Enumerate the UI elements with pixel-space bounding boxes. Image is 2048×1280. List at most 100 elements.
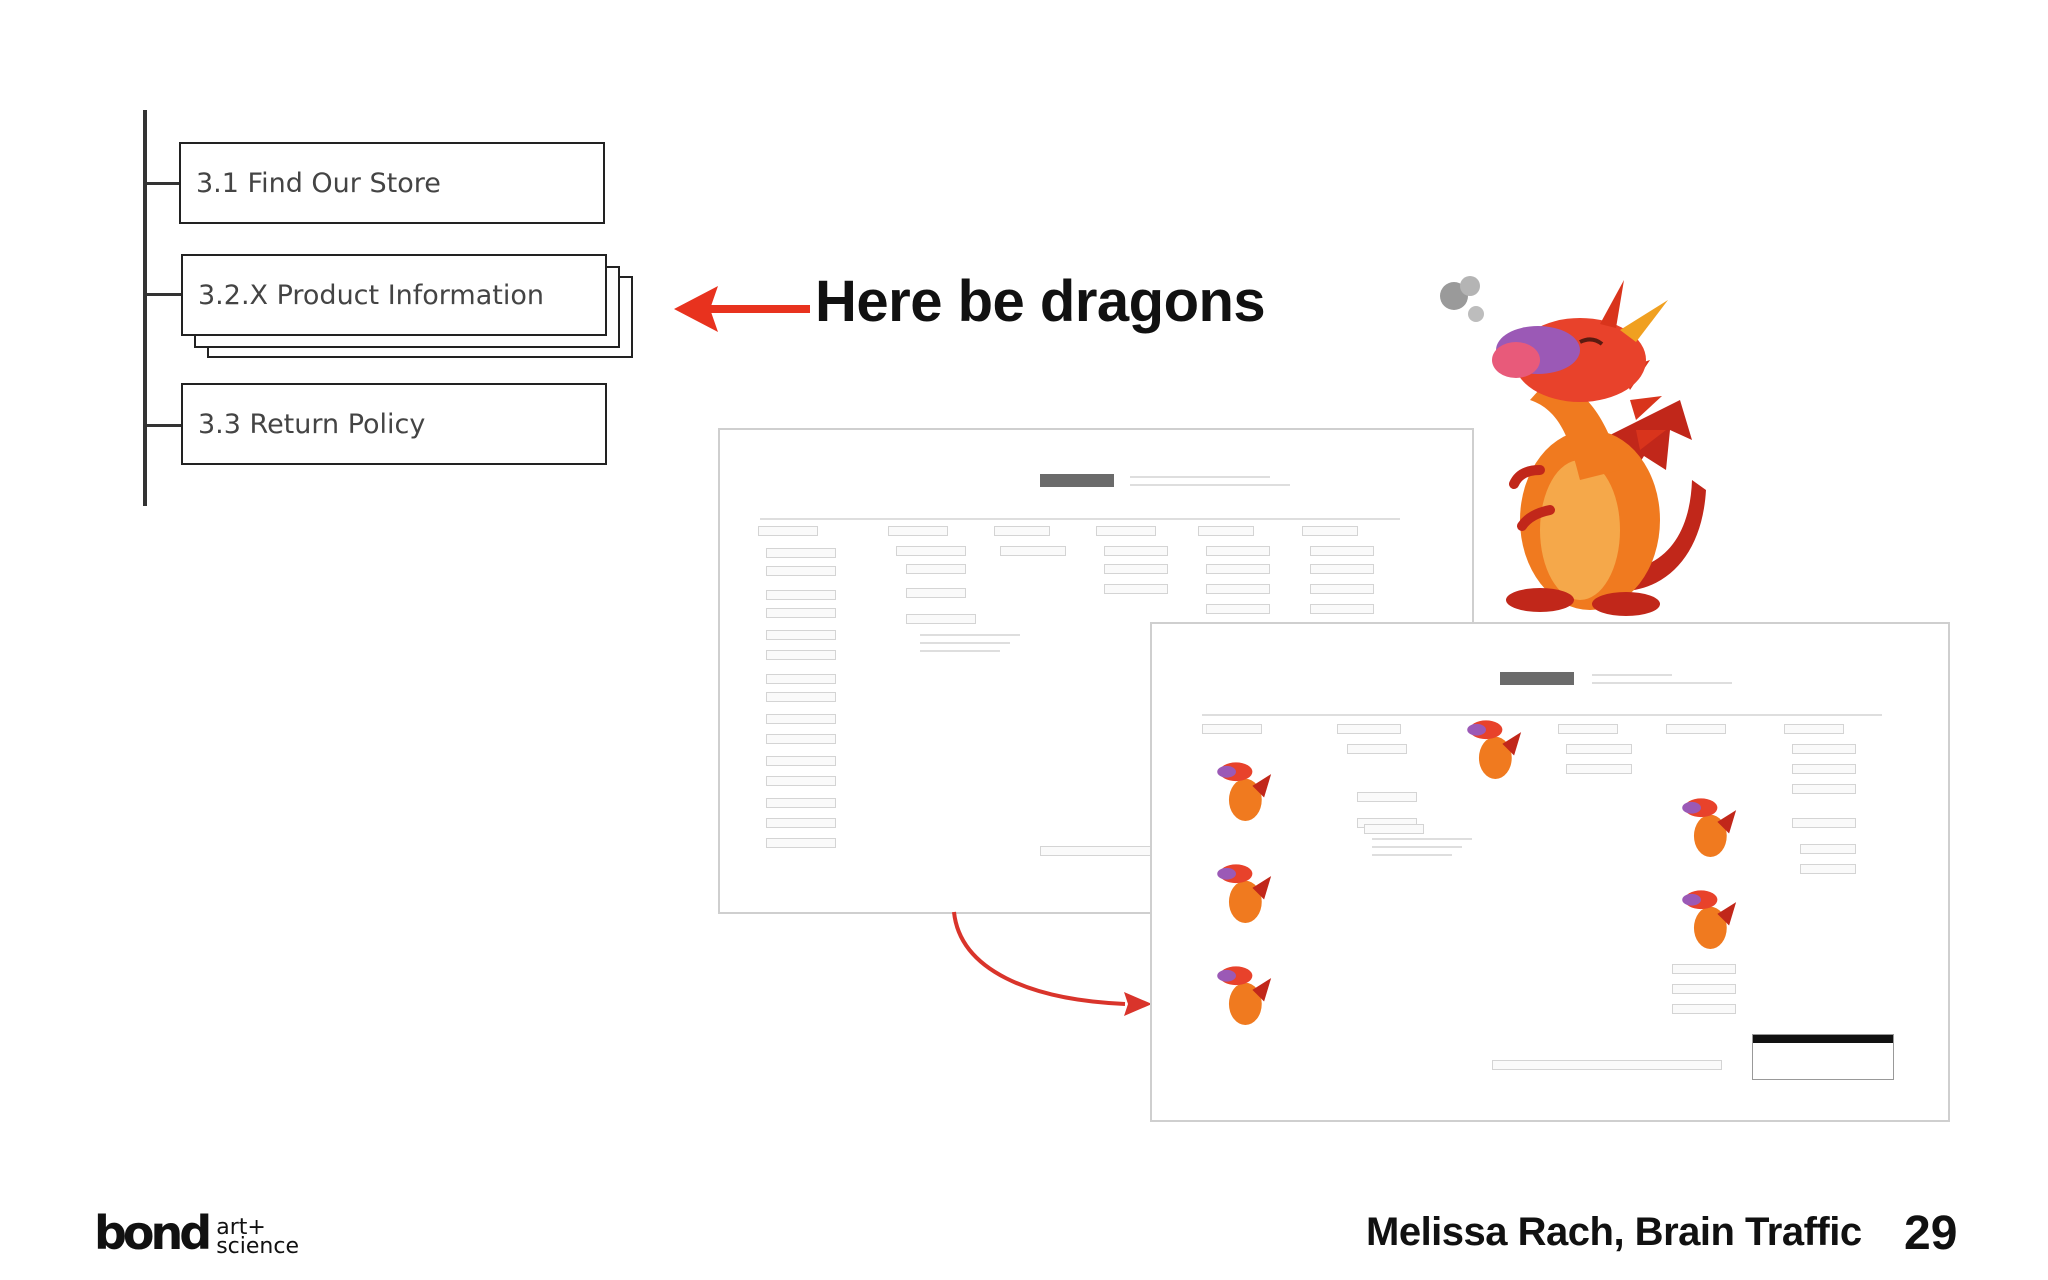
thumbnail-box (1202, 724, 1262, 734)
thumbnail-box (1302, 526, 1358, 536)
thumbnail-line (1592, 682, 1732, 684)
thumbnail-box (766, 838, 836, 848)
presenter-credit: Melissa Rach, Brain Traffic (1366, 1210, 1862, 1254)
mini-dragon-icon (1682, 798, 1737, 857)
thumbnail-line (920, 634, 1020, 636)
thumbnail-line (1130, 484, 1290, 486)
thumbnail-box (1198, 526, 1254, 536)
thumbnail-box (766, 548, 836, 558)
thumbnail-box (1672, 1004, 1736, 1014)
mini-dragon-icon (1217, 864, 1272, 923)
thumbnail-box (1800, 864, 1856, 874)
thumbnail-box (1206, 604, 1270, 614)
thumbnail-box (1337, 724, 1401, 734)
thumbnail-line (1202, 714, 1882, 716)
thumbnail-box (766, 630, 836, 640)
thumbnail-line (1592, 674, 1672, 676)
bond-logo: bond art+ science (94, 1206, 299, 1260)
thumbnail-box (766, 608, 836, 618)
thumbnail-box (1666, 724, 1726, 734)
thumbnail-box (906, 614, 976, 624)
thumbnail-box (1096, 526, 1156, 536)
thumbnail-line (1372, 846, 1462, 848)
tree-branch-line (145, 182, 181, 185)
sitemap-node-label: 3.1 Find Our Store (196, 167, 441, 199)
thumbnail-box (1672, 964, 1736, 974)
thumbnail-box (1364, 824, 1424, 834)
logo-subtext: art+ science (216, 1215, 299, 1259)
thumbnail-header-block (1500, 672, 1574, 685)
thumbnail-box (1784, 724, 1844, 734)
mini-dragon-icon (1217, 966, 1272, 1025)
thumbnail-box (766, 650, 836, 660)
dragon-icon (1440, 276, 1706, 616)
curved-arrow-icon (952, 911, 1152, 1016)
thumbnail-box (1104, 564, 1168, 574)
thumbnail-line (1130, 476, 1270, 478)
thumbnail-box (1357, 792, 1417, 802)
thumbnail-box (766, 714, 836, 724)
thumbnail-box (1566, 764, 1632, 774)
thumbnail-box (1104, 584, 1168, 594)
sitemap-node-return-policy: 3.3 Return Policy (181, 383, 607, 465)
thumbnail-line (1372, 854, 1452, 856)
sitemap-node-product-information: 3.2.X Product Information (181, 254, 607, 336)
thumbnail-box (766, 692, 836, 702)
left-arrow-icon (674, 286, 810, 332)
sitemap-node-label: 3.2.X Product Information (198, 279, 544, 311)
thumbnail-box (1206, 546, 1270, 556)
thumbnail-legend (1752, 1034, 1894, 1080)
thumbnail-box (1310, 546, 1374, 556)
thumbnail-box (766, 590, 836, 600)
mini-dragon-icon (1682, 890, 1737, 949)
sitemap-dragons-thumbnail (1150, 622, 1950, 1122)
thumbnail-box (1558, 724, 1618, 734)
logo-wordmark: bond (94, 1206, 212, 1260)
thumbnail-box (1800, 844, 1856, 854)
thumbnail-box (1104, 546, 1168, 556)
thumbnail-box (888, 526, 948, 536)
thumbnail-box (1310, 564, 1374, 574)
thumbnail-box (1792, 764, 1856, 774)
thumbnail-header-block (1040, 474, 1114, 487)
logo-sub-line-2: science (216, 1234, 299, 1259)
thumbnail-box (758, 526, 818, 536)
thumbnail-box (1206, 584, 1270, 594)
mini-dragon-icon (1217, 762, 1272, 821)
logo-sub-line-1: art+ (216, 1215, 266, 1240)
thumbnail-box (766, 776, 836, 786)
sitemap-node-find-our-store: 3.1 Find Our Store (179, 142, 605, 224)
thumbnail-box (906, 588, 966, 598)
thumbnail-line (920, 642, 1010, 644)
tree-trunk-line (143, 110, 147, 506)
thumbnail-line (760, 518, 1400, 520)
thumbnail-box (1310, 584, 1374, 594)
mini-dragon-icon (1467, 720, 1522, 779)
thumbnail-box (906, 564, 966, 574)
slide-page-number: 29 (1904, 1207, 1958, 1260)
thumbnail-box (766, 734, 836, 744)
thumbnail-box (1000, 546, 1066, 556)
thumbnail-box (766, 818, 836, 828)
thumbnail-box (896, 546, 966, 556)
thumbnail-box (1492, 1060, 1722, 1070)
thumbnail-box (1566, 744, 1632, 754)
tree-branch-line (145, 424, 181, 427)
callout-text: Here be dragons (815, 269, 1266, 334)
thumbnail-box (1792, 784, 1856, 794)
thumbnail-box (766, 798, 836, 808)
tree-branch-line (145, 293, 181, 296)
thumbnail-box (1347, 744, 1407, 754)
thumbnail-box (994, 526, 1050, 536)
thumbnail-line (920, 650, 1000, 652)
thumbnail-box (766, 756, 836, 766)
thumbnail-box (1206, 564, 1270, 574)
thumbnail-line (1372, 838, 1472, 840)
sitemap-node-label: 3.3 Return Policy (198, 408, 426, 440)
thumbnail-box (1310, 604, 1374, 614)
thumbnail-box (766, 674, 836, 684)
thumbnail-box (1672, 984, 1736, 994)
thumbnail-box (766, 566, 836, 576)
thumbnail-box (1792, 744, 1856, 754)
thumbnail-box (1792, 818, 1856, 828)
